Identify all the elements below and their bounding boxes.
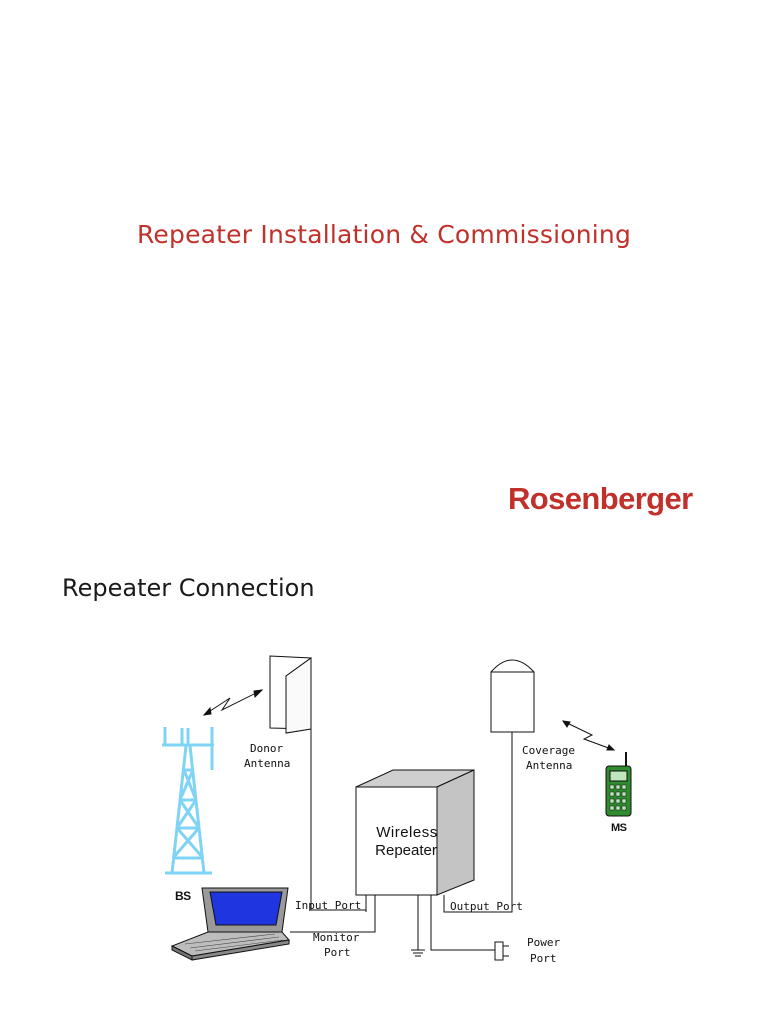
input-port-label: Input Port xyxy=(295,899,361,912)
repeater-box xyxy=(355,769,475,896)
section-title: Repeater Connection xyxy=(62,574,315,602)
donor-antenna-label-line1: Donor xyxy=(250,742,283,755)
cables xyxy=(290,658,513,957)
page-title: Repeater Installation & Commissioning xyxy=(136,220,632,249)
coverage-antenna-icon xyxy=(490,659,535,733)
ms-label: MS xyxy=(611,822,627,834)
coverage-antenna-label-line1: Coverage xyxy=(522,744,575,757)
donor-antenna-icon xyxy=(269,655,312,734)
repeater-label-line2: Repeater xyxy=(375,842,437,859)
donor-signal-icon xyxy=(202,689,264,716)
laptop-icon xyxy=(170,887,290,961)
ms-phone-icon xyxy=(605,752,632,817)
power-plug-icon xyxy=(494,941,509,961)
power-port-label-line1: Power xyxy=(527,936,560,949)
bs-label: BS xyxy=(175,889,191,903)
monitor-port-label-line1: Monitor xyxy=(313,931,360,944)
coverage-antenna-label-line2: Antenna xyxy=(526,759,572,772)
monitor-port-label-line2: Port xyxy=(324,946,351,959)
power-port-label-line2: Port xyxy=(530,952,557,965)
rosenberger-logo: Rosenberger xyxy=(508,481,693,516)
donor-antenna-label-line2: Antenna xyxy=(244,757,290,770)
repeater-label-line1: Wireless xyxy=(376,824,438,841)
bs-tower-icon xyxy=(162,727,214,875)
output-port-label: Output Port xyxy=(450,900,523,913)
coverage-signal-icon xyxy=(561,720,616,751)
